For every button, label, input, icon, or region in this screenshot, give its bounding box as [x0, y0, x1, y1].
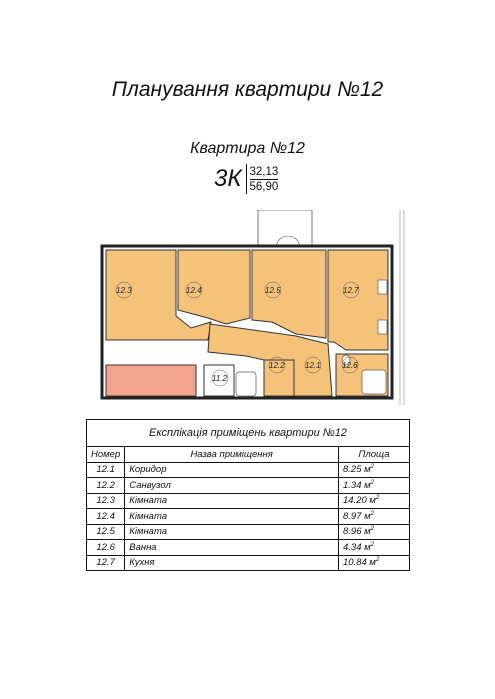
table-row: 12.2 Санвузол 1.34 м2	[85, 477, 410, 494]
row-area-value: 4.34 м	[343, 541, 371, 553]
room-label: 12.7	[343, 286, 359, 295]
row-area: 10.84 м2	[338, 554, 410, 571]
header-name: Назва приміщення	[124, 446, 339, 463]
floor-plan: 12.3 12.4 12.5 12.7 12.1 12.2 12.6 11.2	[100, 210, 405, 405]
room-label: 12.1	[305, 361, 321, 370]
row-area-value: 14.20 м	[343, 495, 376, 507]
apartment-areas: 32,13 56,90	[247, 165, 279, 194]
balcony	[257, 210, 313, 249]
row-number: 12.4	[85, 508, 126, 525]
unit-exponent: 2	[370, 541, 374, 548]
row-number: 12.1	[85, 461, 126, 478]
row-area-value: 10.84 м	[343, 557, 376, 569]
row-area: 8.96 м2	[338, 523, 410, 540]
table-row: 12.7 Кухня 10.84 м2	[85, 554, 410, 571]
row-area: 8.97 м2	[338, 508, 410, 525]
row-number: 12.7	[85, 554, 126, 571]
unit-exponent: 2	[370, 464, 374, 471]
apartment-type-badge: 3К 32,13 56,90	[214, 164, 279, 194]
living-area: 32,13	[249, 165, 279, 180]
unit-exponent: 2	[370, 510, 374, 517]
explication-table: Експлікація приміщень квартири №12 Номер…	[85, 419, 410, 571]
room-label-circle	[341, 356, 359, 374]
row-name: Ванна	[124, 539, 339, 556]
row-area: 14.20 м2	[338, 492, 410, 509]
table-row: 12.1 Коридор 8.25 м2	[85, 461, 410, 478]
row-area-value: 1.34 м	[343, 479, 371, 491]
apartment-type: 3К	[214, 164, 247, 194]
unit-exponent: 2	[370, 526, 374, 533]
row-name: Коридор	[124, 461, 339, 478]
row-area-value: 8.97 м	[343, 510, 371, 522]
room-label-circle	[264, 281, 282, 299]
bathtub-icon	[235, 371, 257, 397]
table-row: 12.4 Кімната 8.97 м2	[85, 508, 410, 525]
row-name: Санвузол	[124, 477, 339, 494]
bathtub-icon	[361, 369, 387, 395]
room-label-circle	[115, 281, 133, 299]
room-label-circle	[211, 369, 229, 387]
room-label: 12.3	[116, 286, 132, 295]
row-number: 12.2	[85, 477, 126, 494]
apartment-subtitle: Квартира №12	[190, 140, 305, 157]
room-12-5	[251, 249, 327, 339]
unit-exponent: 2	[375, 557, 380, 564]
row-number: 12.5	[85, 523, 126, 540]
room-12-7	[327, 249, 389, 351]
room-label-circle	[342, 281, 360, 299]
page-title: Планування квартири №12	[111, 78, 384, 101]
sink-icon	[377, 319, 388, 335]
table-row: 12.6 Ванна 4.34 м2	[85, 539, 410, 556]
neighbor-room	[105, 364, 197, 397]
row-name: Кімната	[124, 508, 339, 525]
room-12-3	[105, 249, 212, 341]
row-area: 8.25 м2	[338, 461, 410, 478]
toilet-icon	[341, 354, 351, 366]
header-area: Площа	[338, 446, 410, 463]
room-label: 12.4	[186, 286, 202, 295]
table-row: 12.5 Кімната 8.96 м2	[85, 523, 410, 540]
row-name: Кімната	[124, 492, 339, 509]
room-label: 11.2	[212, 374, 228, 383]
room-12-4	[177, 249, 251, 325]
header-number: Номер	[85, 446, 126, 463]
row-area: 1.34 м2	[338, 477, 410, 494]
room-label-circle	[268, 356, 286, 374]
row-name: Кімната	[124, 523, 339, 540]
row-number: 12.3	[85, 492, 126, 509]
row-area-value: 8.25 м	[343, 464, 371, 476]
unit-exponent: 2	[370, 479, 374, 486]
room-11-2	[203, 364, 235, 397]
room-label: 12.5	[265, 286, 281, 295]
table-header-row: Номер Назва приміщення Площа	[85, 446, 410, 463]
room-label-circle	[185, 281, 203, 299]
row-area: 4.34 м2	[338, 539, 410, 556]
stove-icon	[377, 279, 388, 295]
room-label: 12.6	[342, 361, 358, 370]
unit-exponent: 2	[375, 495, 380, 502]
table-caption: Експлікація приміщень квартири №12	[86, 419, 410, 446]
total-area: 56,90	[249, 180, 279, 193]
room-label: 12.2	[269, 361, 285, 370]
row-name: Кухня	[124, 554, 339, 571]
row-number: 12.6	[85, 539, 126, 556]
room-label-circle	[304, 356, 322, 374]
row-area-value: 8.96 м	[343, 526, 371, 538]
table-row: 12.3 Кімната 14.20 м2	[85, 492, 410, 509]
